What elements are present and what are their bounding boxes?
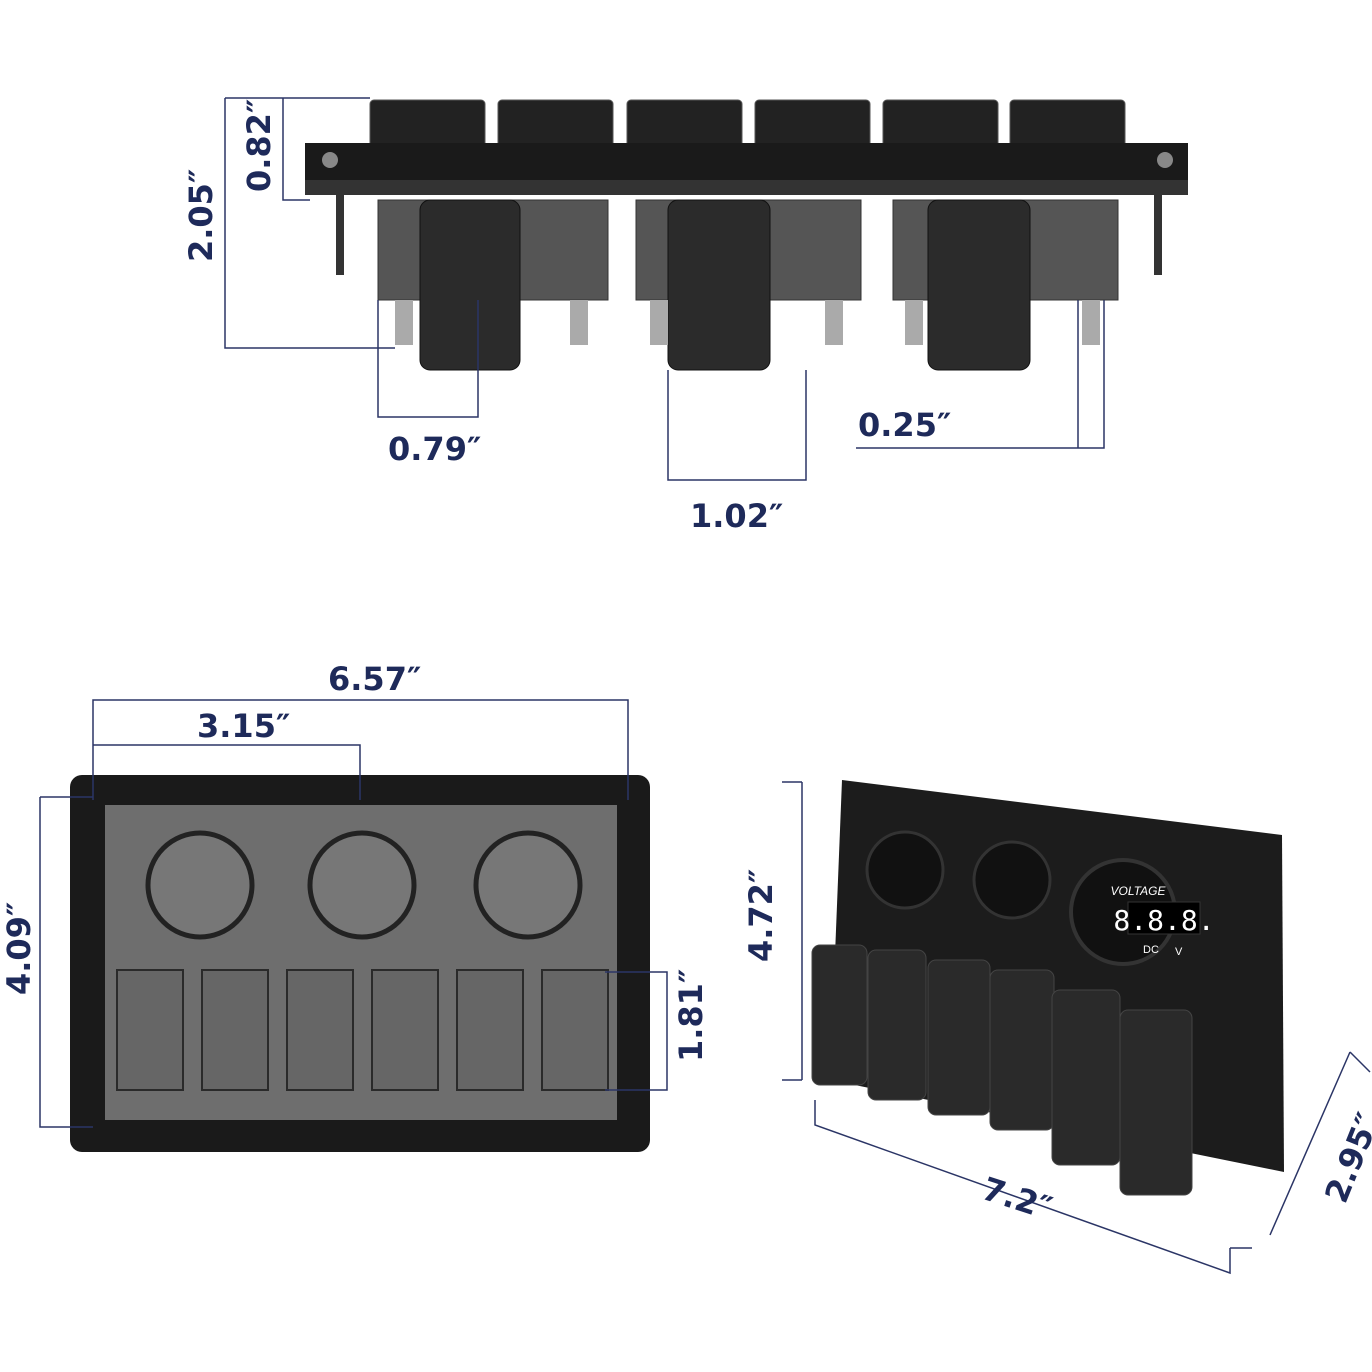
dim-terminal-width: 0.25″ — [858, 406, 951, 444]
dim-depth: 2.95″ — [1317, 1107, 1372, 1208]
voltmeter-label: VOLTAGE — [1111, 884, 1167, 898]
dim-socket-width: 0.79″ — [388, 430, 481, 468]
front-view: 6.57″ 3.15″ 4.09″ 1.81″ — [0, 660, 710, 1152]
switch — [371, 969, 439, 1091]
dim-height: 4.72″ — [742, 869, 780, 962]
socket — [307, 830, 417, 940]
dim-switch-height: 0.82″ — [240, 99, 278, 192]
dim-height: 4.09″ — [0, 902, 38, 995]
switch — [201, 969, 269, 1091]
switch — [541, 969, 609, 1091]
socket-body — [667, 199, 771, 371]
dim-overall-depth: 2.05″ — [182, 169, 220, 262]
socket — [145, 830, 255, 940]
dim-width: 7.2″ — [978, 1169, 1057, 1227]
rocker-switch — [867, 949, 927, 1101]
switch — [286, 969, 354, 1091]
socket-body — [927, 199, 1031, 371]
voltmeter-unit: V — [1175, 946, 1183, 958]
dim-socket-spacing: 1.02″ — [690, 497, 783, 535]
perspective-view: VOLTAGE 8.8.8. DC V 4.72″ 7.2″ 2.95″ — [742, 780, 1372, 1275]
socket-body — [419, 199, 521, 371]
switch — [116, 969, 184, 1091]
rocker-switch — [1051, 989, 1121, 1166]
dim-switch-height: 1.81″ — [672, 969, 710, 1062]
rocker-switch — [1119, 1009, 1193, 1196]
dim-hole-spacing: 3.15″ — [197, 707, 290, 745]
socket — [473, 830, 583, 940]
voltmeter-dc: DC — [1143, 944, 1159, 956]
socket — [865, 830, 945, 910]
top-view: 2.05″ 0.82″ 0.79″ 1.02″ 0.25″ — [182, 97, 1188, 535]
screw — [336, 195, 344, 275]
switch — [456, 969, 524, 1091]
rocker-switch — [989, 969, 1055, 1131]
dim-width: 6.57″ — [328, 660, 421, 698]
screw — [1154, 195, 1162, 275]
rocker-switch — [811, 944, 868, 1086]
voltmeter-reading: 8.8.8. — [1113, 904, 1214, 937]
socket — [972, 840, 1052, 920]
rocker-switch — [927, 959, 991, 1116]
